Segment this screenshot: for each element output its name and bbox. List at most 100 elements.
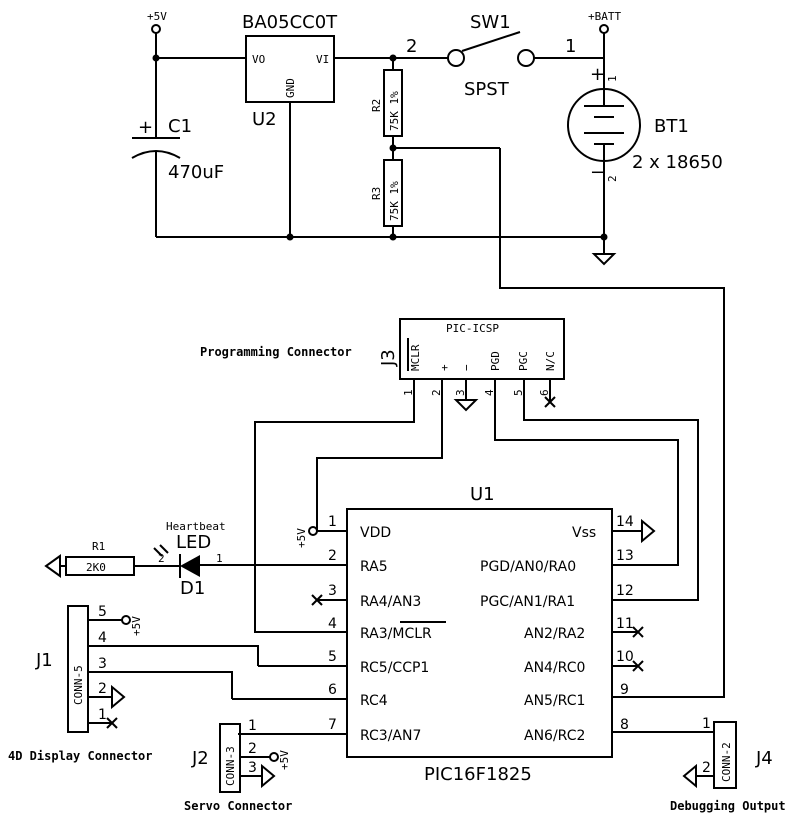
u1-pin11-name: AN2/RA2 <box>524 626 585 642</box>
j4-label: Debugging Output <box>670 799 786 813</box>
j3-ref: J3 <box>378 349 399 367</box>
j3-pin6-name: N/C <box>544 351 557 371</box>
u1-pin6-name: RC4 <box>360 693 388 709</box>
u1-pin4-name: RA3/MCLR <box>360 626 432 642</box>
j3-pin1-num: 1 <box>402 389 415 396</box>
resistor-r3: 75K 1% R3 <box>370 159 403 237</box>
p5v-label: +5V <box>147 10 167 23</box>
u2-vi: VI <box>316 53 329 66</box>
j3-pin3-num: 3 <box>454 389 467 396</box>
j1-pin5: 5 <box>98 604 107 620</box>
j2-body: CONN-3 <box>224 746 237 786</box>
r3-ref: R3 <box>370 187 383 200</box>
bt1-value: 2 x 18650 <box>632 152 723 173</box>
u1-pin9-name: AN5/RC1 <box>524 693 585 709</box>
u1-part: PIC16F1825 <box>424 764 532 785</box>
j1-pin2: 2 <box>98 681 107 697</box>
u1-pin6-num: 6 <box>328 682 337 698</box>
j1-pin1: 1 <box>98 707 107 723</box>
capacitor-c1: + C1 470uF <box>131 58 224 237</box>
j1-pin4: 4 <box>98 630 107 646</box>
j3-pin4-num: 4 <box>483 389 496 396</box>
j3-pin6-num: 6 <box>538 389 551 396</box>
j4-pin1: 1 <box>702 716 711 732</box>
power-symbol-batt: +BATT <box>588 10 621 88</box>
j3-pin3-name: − <box>460 364 473 371</box>
r2-value: 75K 1% <box>388 91 401 131</box>
switch-sw1: SW1 SPST 2 1 <box>406 12 604 100</box>
j2-pin3: 3 <box>248 760 257 776</box>
j2-5v-label: +5V <box>278 750 291 770</box>
wire-mclr <box>254 402 415 633</box>
u1-pin3-num: 3 <box>328 583 337 599</box>
j3-label: Programming Connector <box>200 345 352 359</box>
regulator-u2: BA05CC0T VO VI GND U2 <box>242 12 338 237</box>
u1-pin9-num: 9 <box>620 682 629 698</box>
j4-ref: J4 <box>755 748 773 769</box>
u1-pin2-name: RA5 <box>360 559 388 575</box>
u2-part: BA05CC0T <box>242 12 338 33</box>
r1-value: 2K0 <box>86 561 106 574</box>
u2-gnd: GND <box>284 78 297 98</box>
j3-pin4-name: PGD <box>489 351 502 371</box>
u1-5v-label: +5V <box>295 528 308 548</box>
vsense-wire <box>499 148 725 698</box>
j1-pin3: 3 <box>98 656 107 672</box>
j2-label: Servo Connector <box>184 799 292 813</box>
sw1-type: SPST <box>464 79 510 100</box>
icsp-connector-j3: PIC-ICSP J3 Programming Connector MCLR +… <box>200 318 565 412</box>
wire-pgc <box>523 402 699 601</box>
sw1-pin1: 1 <box>565 36 576 57</box>
j3-pin1-name: MCLR <box>409 344 422 371</box>
u1-pin8-num: 8 <box>620 717 629 733</box>
u1-pin7-name: RC3/AN7 <box>360 728 421 744</box>
bt1-ref: BT1 <box>654 116 689 137</box>
bt1-pin2: 2 <box>606 175 619 182</box>
u1-pin3-name: RA4/AN3 <box>360 594 421 610</box>
c1-value: 470uF <box>168 162 224 183</box>
u2-vo: VO <box>252 53 265 66</box>
j2-pin2: 2 <box>248 741 257 757</box>
u1-pin14-num: 14 <box>616 514 634 530</box>
j4-pin2: 2 <box>702 760 711 776</box>
display-connector-j1: CONN-5 J1 4D Display Connector 5 +5V 4 3… <box>8 604 259 763</box>
battery-bt1: + 1 − 2 BT1 2 x 18650 <box>567 64 723 254</box>
pbatt-label: +BATT <box>588 10 621 23</box>
bt1-plus: + <box>590 64 605 85</box>
u1-pin14-name: Vss <box>572 525 596 541</box>
sw1-pin2: 2 <box>406 36 417 57</box>
wire-pgd <box>494 402 679 566</box>
u1-pin4-num: 4 <box>328 616 337 632</box>
j1-body: CONN-5 <box>72 665 85 705</box>
u1-pin10-num: 10 <box>616 649 634 665</box>
sw1-ref: SW1 <box>470 12 511 33</box>
j2-ref: J2 <box>191 748 209 769</box>
debug-connector-j4: CONN-2 J4 Debugging Output 1 2 <box>670 716 786 813</box>
u1-pin1-name: VDD <box>360 525 391 541</box>
u1-pin5-num: 5 <box>328 649 337 665</box>
power-symbol-5v-u1: +5V <box>295 526 318 548</box>
u1-pin12-name: PGC/AN1/RA1 <box>480 594 575 610</box>
r1-ref: R1 <box>92 540 105 553</box>
j3-pin5-name: PGC <box>517 351 530 371</box>
u1-pin13-num: 13 <box>616 548 634 564</box>
u1-pin5-name: RC5/CCP1 <box>360 660 429 676</box>
mcu-u1: U1 PIC16F1825 1 VDD 2 RA5 3 RA4/AN3 4 RA… <box>200 484 714 785</box>
c1-ref: C1 <box>168 116 192 137</box>
resistor-r2: 75K 1% R2 <box>370 58 403 160</box>
u1-pin2-num: 2 <box>328 548 337 564</box>
led-d1: Heartbeat LED D1 1 2 <box>153 520 226 599</box>
u1-pin11-num: 11 <box>616 616 634 632</box>
j1-5v-label: +5V <box>130 616 143 636</box>
r2-ref: R2 <box>370 99 383 112</box>
power-symbol-5v: +5V <box>147 10 167 58</box>
u1-pin12-num: 12 <box>616 583 634 599</box>
j3-pin5-num: 5 <box>512 389 525 396</box>
u1-pin1-num: 1 <box>328 514 337 530</box>
j4-body: CONN-2 <box>720 742 733 782</box>
servo-connector-j2: CONN-3 J2 Servo Connector 1 2 +5V 3 <box>184 718 292 813</box>
d1-pin1: 1 <box>216 552 223 565</box>
u2-ref: U2 <box>252 109 277 130</box>
u1-pin13-name: PGD/AN0/RA0 <box>480 559 576 575</box>
